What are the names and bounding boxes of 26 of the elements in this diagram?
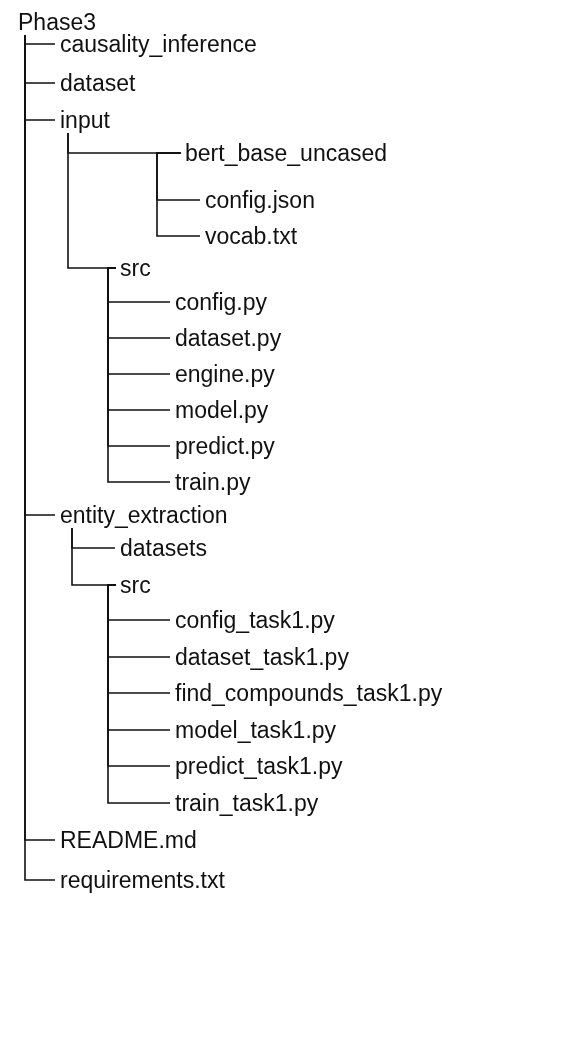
folder-tree-entry: entity_extraction bbox=[60, 502, 228, 528]
folder-tree-entry: predict_task1.py bbox=[175, 753, 343, 779]
folder-tree-entry: dataset.py bbox=[175, 325, 282, 351]
folder-tree-entry: vocab.txt bbox=[205, 223, 298, 249]
folder-tree-entry: src bbox=[120, 255, 151, 281]
folder-tree-entry: bert_base_uncased bbox=[185, 140, 388, 166]
folder-tree-entry: engine.py bbox=[175, 361, 275, 387]
folder-tree-entry: config.py bbox=[175, 289, 268, 315]
folder-tree-entry: find_compounds_task1.py bbox=[175, 680, 443, 706]
folder-tree-entry: README.md bbox=[60, 827, 197, 853]
folder-tree-entry: input bbox=[60, 107, 110, 133]
folder-tree-entry: dataset bbox=[60, 70, 136, 96]
folder-tree-entry: datasets bbox=[120, 535, 207, 561]
folder-tree-entry: src bbox=[120, 572, 151, 598]
folder-tree-entry: train.py bbox=[175, 469, 251, 495]
folder-tree-entry: model.py bbox=[175, 397, 269, 423]
tree-connector bbox=[107, 267, 171, 483]
folder-tree-entry: config_task1.py bbox=[175, 607, 335, 633]
tree-connector bbox=[107, 584, 171, 804]
folder-tree-entry: requirements.txt bbox=[60, 867, 225, 893]
tree-connector bbox=[156, 152, 201, 237]
folder-tree-entry: train_task1.py bbox=[175, 790, 319, 816]
folder-tree-entry: predict.py bbox=[175, 433, 275, 459]
folder-tree-entry: config.json bbox=[205, 187, 315, 213]
folder-tree-entry: model_task1.py bbox=[175, 717, 337, 743]
folder-tree-entry: dataset_task1.py bbox=[175, 644, 349, 670]
